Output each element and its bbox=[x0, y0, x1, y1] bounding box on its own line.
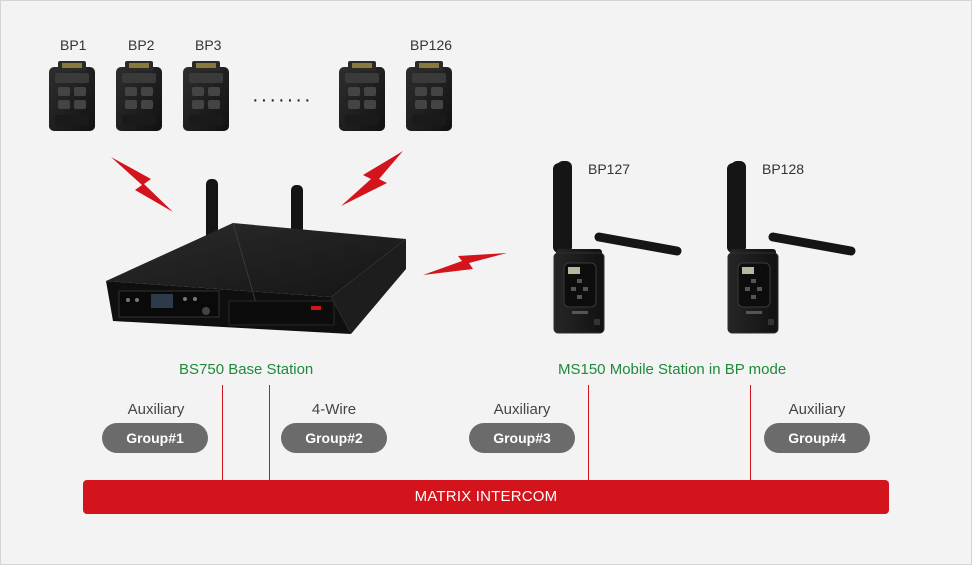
wireless-link-right-icon bbox=[341, 151, 403, 206]
beltpack-label-bp1: BP1 bbox=[60, 37, 87, 53]
group4-badge: Group#4 bbox=[764, 423, 870, 453]
mobile-station-bp128-icon bbox=[726, 161, 856, 334]
base-station-label: BS750 Base Station bbox=[179, 361, 314, 378]
mobile-unit-label-bp127: BP127 bbox=[588, 161, 631, 177]
wireless-link-middle-icon bbox=[423, 253, 507, 275]
beltpack-bp1-icon bbox=[49, 61, 95, 131]
group2-badge: Group#2 bbox=[281, 423, 387, 453]
wireless-link-left-icon bbox=[111, 157, 173, 212]
connector-line-group4 bbox=[750, 385, 751, 481]
group3-title: Auxiliary bbox=[493, 401, 551, 418]
mobile-unit-label-bp128: BP128 bbox=[762, 161, 805, 177]
beltpack-bp2-icon bbox=[116, 61, 162, 131]
mobile-station-bp127-icon bbox=[552, 161, 682, 334]
base-station-device-icon bbox=[106, 179, 406, 334]
matrix-intercom-bar: MATRIX INTERCOM bbox=[83, 480, 889, 514]
beltpack-bp3-icon bbox=[183, 61, 229, 131]
group3-badge: Group#3 bbox=[469, 423, 575, 453]
ellipsis-indicator: ······· bbox=[252, 89, 313, 111]
group4-title: Auxiliary bbox=[788, 401, 846, 418]
connector-line-group1 bbox=[222, 385, 223, 481]
beltpack-bp125-icon bbox=[339, 61, 385, 131]
group2-title: 4-Wire bbox=[311, 401, 357, 418]
beltpack-label-bp3: BP3 bbox=[195, 37, 222, 53]
mobile-station-label: MS150 Mobile Station in BP mode bbox=[558, 361, 787, 378]
beltpack-label-bp126: BP126 bbox=[410, 37, 453, 53]
beltpack-label-bp2: BP2 bbox=[128, 37, 155, 53]
connector-line-group3 bbox=[588, 385, 589, 481]
group1-title: Auxiliary bbox=[127, 401, 185, 418]
group1-badge: Group#1 bbox=[102, 423, 208, 453]
connector-line-group2 bbox=[269, 385, 270, 481]
beltpack-bp126-icon bbox=[406, 61, 452, 131]
